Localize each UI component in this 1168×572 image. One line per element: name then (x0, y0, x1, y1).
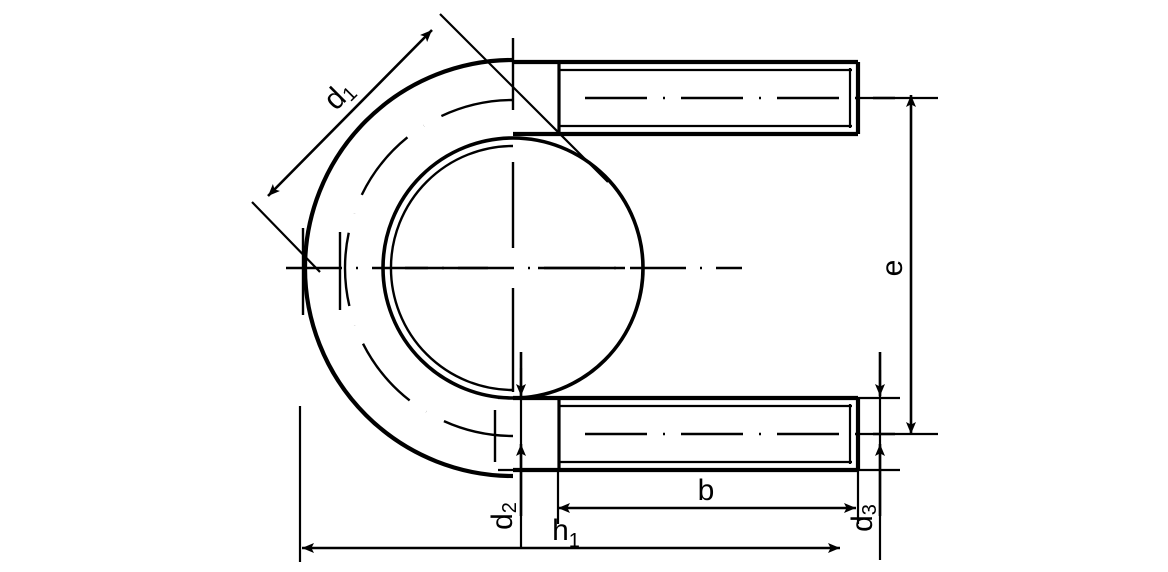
dimension-d2-label: d2 (486, 502, 521, 530)
ext-d1-upper-witness (439, 13, 609, 183)
dimension-b-label: b (698, 474, 715, 507)
extension-lines (251, 13, 938, 562)
ext-d1-lower-witness (251, 201, 321, 273)
dimension-d2: d2 (486, 352, 526, 530)
dimension-d1-line (267, 29, 433, 197)
dimension-h1: h1 (302, 514, 840, 553)
dimension-d3-label: d3 (846, 504, 881, 532)
centrelines (286, 38, 895, 462)
dimension-e: e (876, 95, 916, 434)
upper-leg (513, 59, 861, 137)
thread-pitch-arc (343, 98, 514, 438)
dimension-d3: d3 (846, 352, 885, 532)
dimension-h1-label: h1 (552, 514, 580, 552)
dimension-e-label: e (876, 260, 909, 277)
dimension-d1-label: d1 (317, 73, 362, 118)
dimension-b: b (558, 474, 856, 513)
dimension-d1: d1 (267, 29, 433, 197)
lower-leg (513, 395, 861, 473)
